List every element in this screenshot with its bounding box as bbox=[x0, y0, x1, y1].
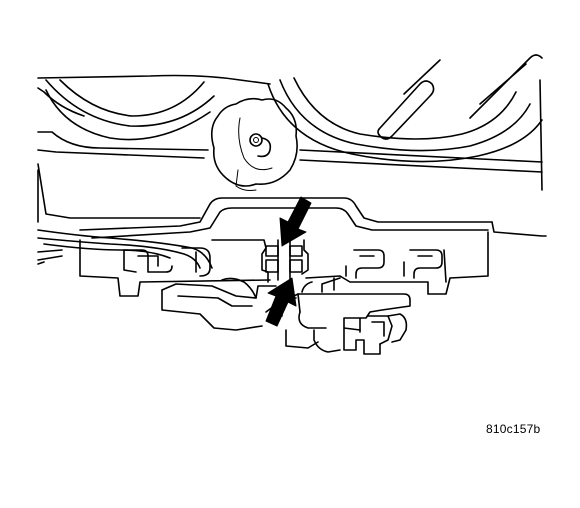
figure-id-label: 810c157b bbox=[486, 422, 541, 436]
arrow-up-right-icon bbox=[265, 277, 297, 327]
valve-body bbox=[37, 197, 547, 297]
upper-housing bbox=[37, 54, 543, 223]
arrow-down-left-icon bbox=[279, 196, 312, 247]
connector-assembly bbox=[161, 277, 411, 355]
